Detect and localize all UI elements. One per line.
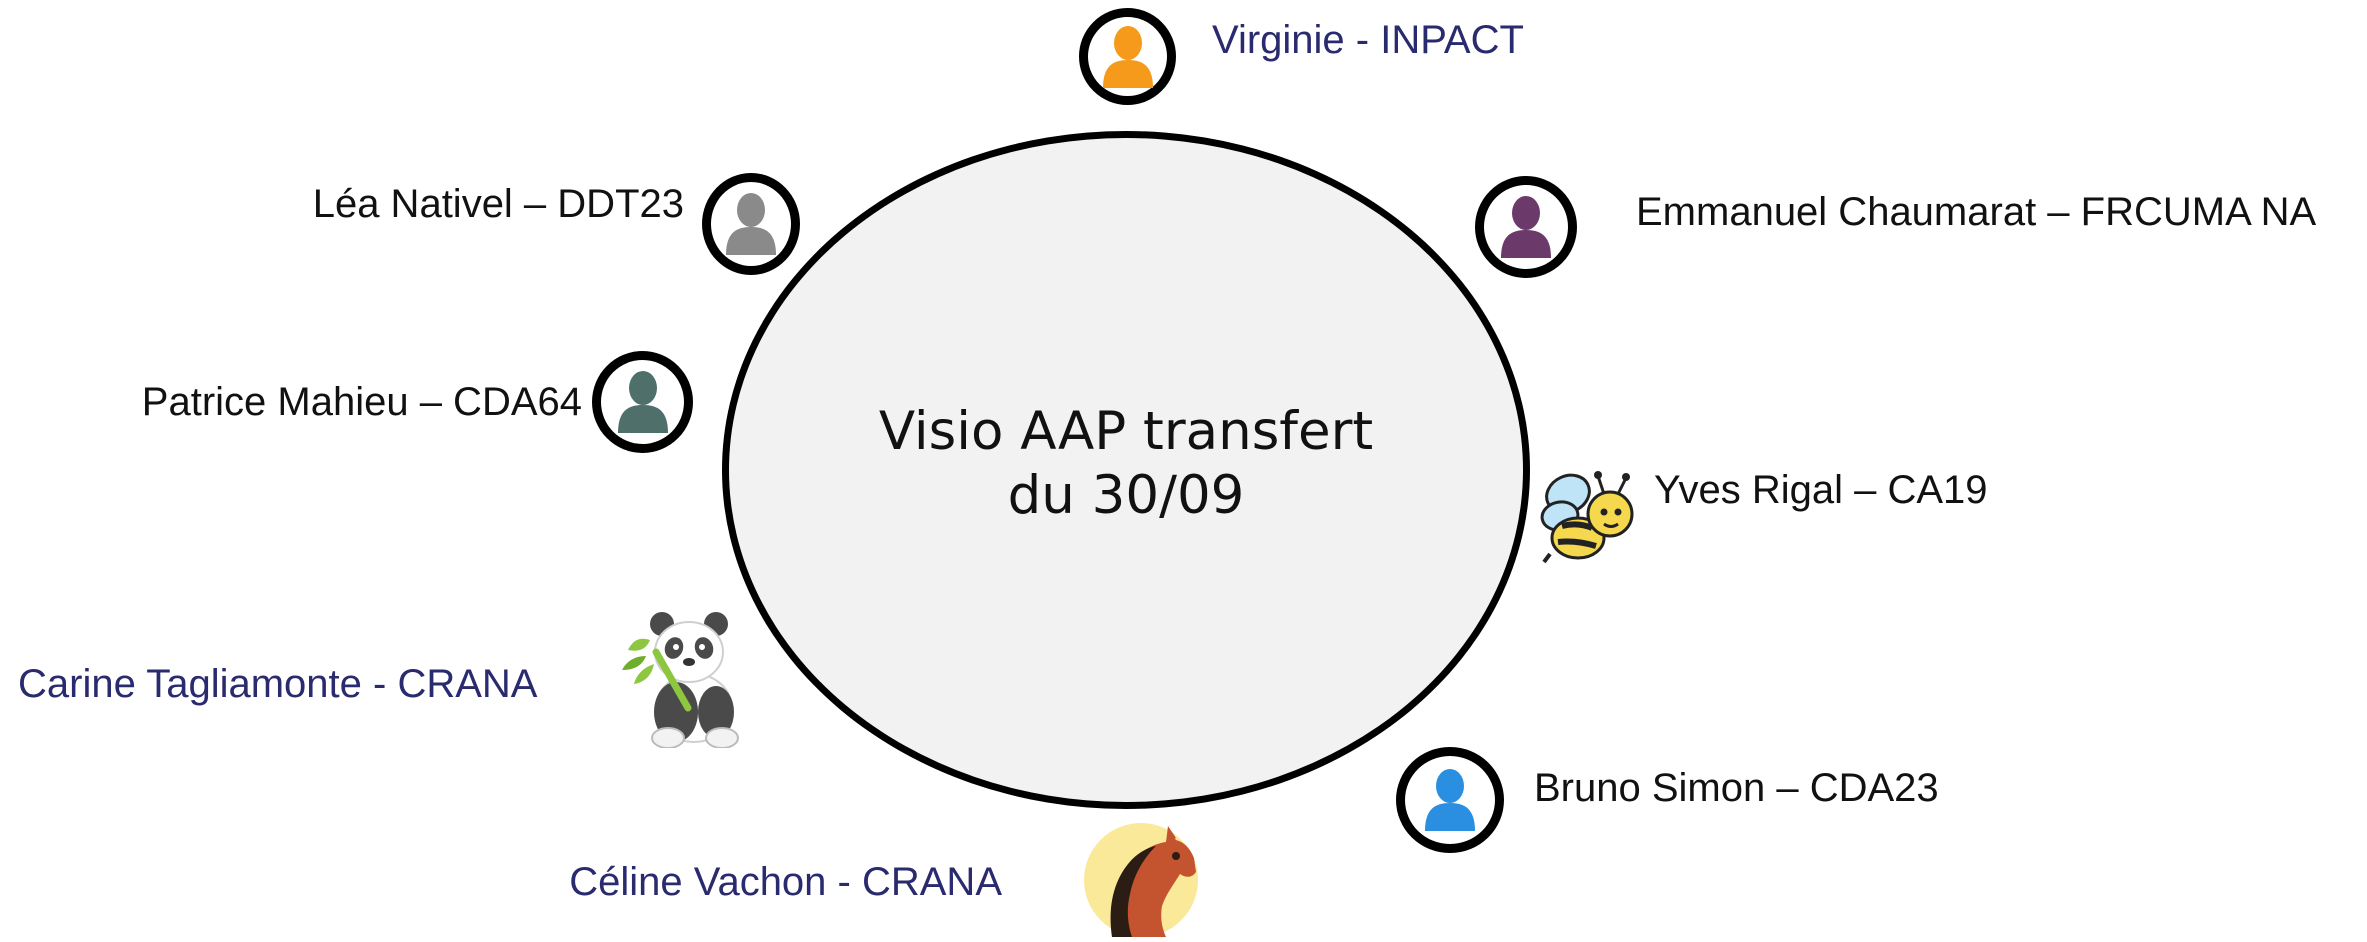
participant-label-celine: Céline Vachon - CRANA <box>569 860 1002 904</box>
person-icon <box>1425 769 1475 831</box>
avatar-virginie <box>1079 8 1176 105</box>
participant-label-yves: Yves Rigal – CA19 <box>1654 468 1988 512</box>
center-ellipse <box>722 131 1530 809</box>
avatar-emmanuel <box>1475 176 1577 278</box>
meeting-title: Visio AAP transfert du 30/09 <box>878 401 1374 526</box>
avatar-bruno <box>1396 747 1504 853</box>
participant-label-lea: Léa Nativel – DDT23 <box>312 182 684 226</box>
participant-label-carine: Carine Tagliamonte - CRANA <box>18 662 538 706</box>
panda-icon <box>616 612 746 749</box>
avatar-lea <box>702 173 800 275</box>
participant-label-virginie: Virginie - INPACT <box>1212 18 1524 62</box>
person-icon <box>1102 25 1153 88</box>
participant-label-emmanuel: Emmanuel Chaumarat – FRCUMA NA <box>1636 190 2317 234</box>
bee-icon <box>1540 464 1640 568</box>
person-icon <box>617 371 668 433</box>
person-icon <box>1501 196 1551 258</box>
participant-label-bruno: Bruno Simon – CDA23 <box>1534 766 1939 810</box>
horse-icon <box>1082 818 1200 937</box>
participant-label-patrice: Patrice Mahieu – CDA64 <box>141 380 582 424</box>
person-icon <box>726 193 776 255</box>
avatar-patrice <box>592 351 693 453</box>
